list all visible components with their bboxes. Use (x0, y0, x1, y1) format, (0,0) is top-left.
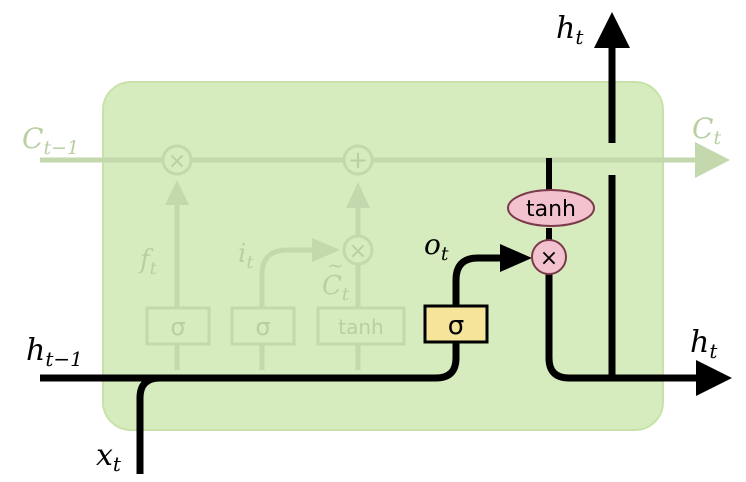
label-c-prev: Ct−1 (22, 122, 79, 159)
tanh-gate-box (316, 306, 406, 346)
forget-mult-op (161, 144, 193, 176)
x-input-line (136, 374, 161, 474)
forget-sigma-box (145, 306, 211, 346)
output-gate-line (452, 254, 505, 308)
h-out-arrowhead (696, 360, 732, 396)
input-gate-line (259, 247, 316, 370)
label-h-prev: ht−1 (26, 333, 83, 371)
add-label: + (348, 146, 368, 174)
input-mult-op (342, 234, 374, 266)
h-up-arrowhead (594, 12, 630, 48)
input-gate-arrowhead (312, 238, 340, 262)
output-sigma-box (423, 304, 489, 344)
output-mult-op (531, 239, 567, 275)
tanh-gate-label: tanh (338, 315, 383, 339)
tanh-op (507, 189, 595, 227)
input-to-add-arrowhead (346, 182, 370, 208)
label-c-tilde: Ct (322, 271, 350, 305)
c-tilde-mark: ~ (327, 253, 344, 277)
label-o: ot (424, 228, 449, 265)
label-h-top: ht (556, 11, 584, 49)
add-op (342, 144, 374, 176)
label-c-next: Ct (692, 112, 721, 149)
h-prev-bus (40, 342, 460, 382)
input-sigma-label: σ (255, 313, 270, 341)
tanh-op-label: tanh (526, 197, 576, 222)
forget-mult-label: × (168, 149, 186, 174)
cell-state-arrowhead (695, 142, 730, 178)
output-sigma-label: σ (448, 311, 464, 341)
forget-sigma-label: σ (170, 313, 185, 341)
label-x: xt (96, 438, 122, 476)
output-gate-arrowhead (500, 244, 532, 272)
label-i: it (238, 239, 254, 273)
label-h-out: ht (690, 325, 718, 363)
output-mult-label: × (540, 246, 558, 271)
h-out-bus (545, 274, 700, 382)
forget-gate-arrowhead (165, 180, 189, 205)
input-mult-label: × (349, 239, 367, 264)
input-sigma-box (230, 306, 296, 346)
